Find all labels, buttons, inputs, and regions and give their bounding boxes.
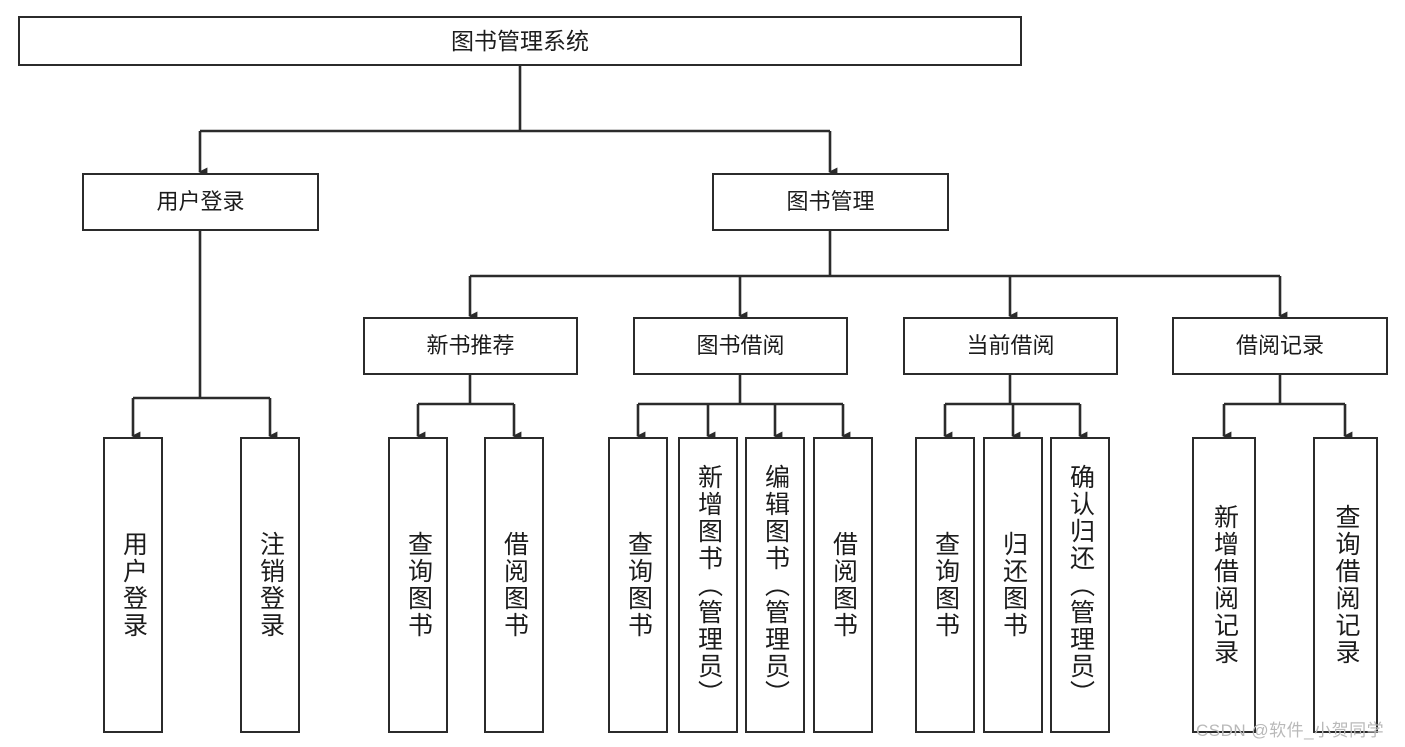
node-leaf-query-book-1-label: 查询图书 [404, 531, 433, 639]
node-leaf-borrow-book-2-label: 借阅图书 [829, 531, 858, 639]
node-new-book-recommend-label: 新书推荐 [426, 332, 515, 358]
node-leaf-confirm-return[interactable]: 确认归还（管理员） [1050, 437, 1110, 733]
csdn-watermark: CSDN @软件_小贺同学 [1196, 721, 1385, 740]
node-leaf-logout-login-label: 注销登录 [256, 531, 285, 639]
node-book-borrow[interactable]: 图书借阅 [633, 317, 848, 375]
node-leaf-query-book-3-label: 查询图书 [931, 531, 960, 639]
node-root-label: 图书管理系统 [451, 27, 589, 54]
node-leaf-query-book-1[interactable]: 查询图书 [388, 437, 448, 733]
node-leaf-borrow-book-1[interactable]: 借阅图书 [484, 437, 544, 733]
node-leaf-borrow-book-2[interactable]: 借阅图书 [813, 437, 873, 733]
node-leaf-query-book-2[interactable]: 查询图书 [608, 437, 668, 733]
node-leaf-return-book-label: 归还图书 [999, 531, 1028, 639]
node-leaf-add-book[interactable]: 新增图书（管理员） [678, 437, 738, 733]
node-book-manage-label: 图书管理 [786, 188, 875, 214]
node-current-borrow-label: 当前借阅 [966, 332, 1055, 358]
node-user-login[interactable]: 用户登录 [82, 173, 319, 231]
connector-group [131, 66, 1353, 441]
node-leaf-query-borrow-record-label: 查询借阅记录 [1332, 504, 1360, 666]
node-root[interactable]: 图书管理系统 [18, 16, 1022, 66]
node-borrow-record[interactable]: 借阅记录 [1172, 317, 1388, 375]
node-user-login-label: 用户登录 [156, 188, 245, 214]
node-leaf-query-borrow-record[interactable]: 查询借阅记录 [1313, 437, 1378, 733]
node-leaf-edit-book-label: 编辑图书（管理员） [761, 463, 790, 707]
node-leaf-add-borrow-record[interactable]: 新增借阅记录 [1192, 437, 1256, 733]
node-leaf-return-book[interactable]: 归还图书 [983, 437, 1043, 733]
node-leaf-logout-login[interactable]: 注销登录 [240, 437, 300, 733]
node-leaf-add-book-label: 新增图书（管理员） [694, 463, 723, 707]
node-leaf-edit-book[interactable]: 编辑图书（管理员） [745, 437, 805, 733]
node-borrow-record-label: 借阅记录 [1235, 332, 1324, 358]
node-leaf-query-book-2-label: 查询图书 [624, 531, 653, 639]
node-leaf-user-login-label: 用户登录 [119, 531, 148, 639]
node-leaf-add-borrow-record-label: 新增借阅记录 [1210, 504, 1239, 666]
node-leaf-query-book-3[interactable]: 查询图书 [915, 437, 975, 733]
node-new-book-recommend[interactable]: 新书推荐 [363, 317, 578, 375]
node-leaf-user-login[interactable]: 用户登录 [103, 437, 163, 733]
node-book-borrow-label: 图书借阅 [696, 332, 785, 358]
node-current-borrow[interactable]: 当前借阅 [903, 317, 1118, 375]
node-leaf-borrow-book-1-label: 借阅图书 [500, 531, 529, 639]
node-leaf-confirm-return-label: 确认归还（管理员） [1066, 463, 1095, 707]
node-book-manage[interactable]: 图书管理 [712, 173, 949, 231]
